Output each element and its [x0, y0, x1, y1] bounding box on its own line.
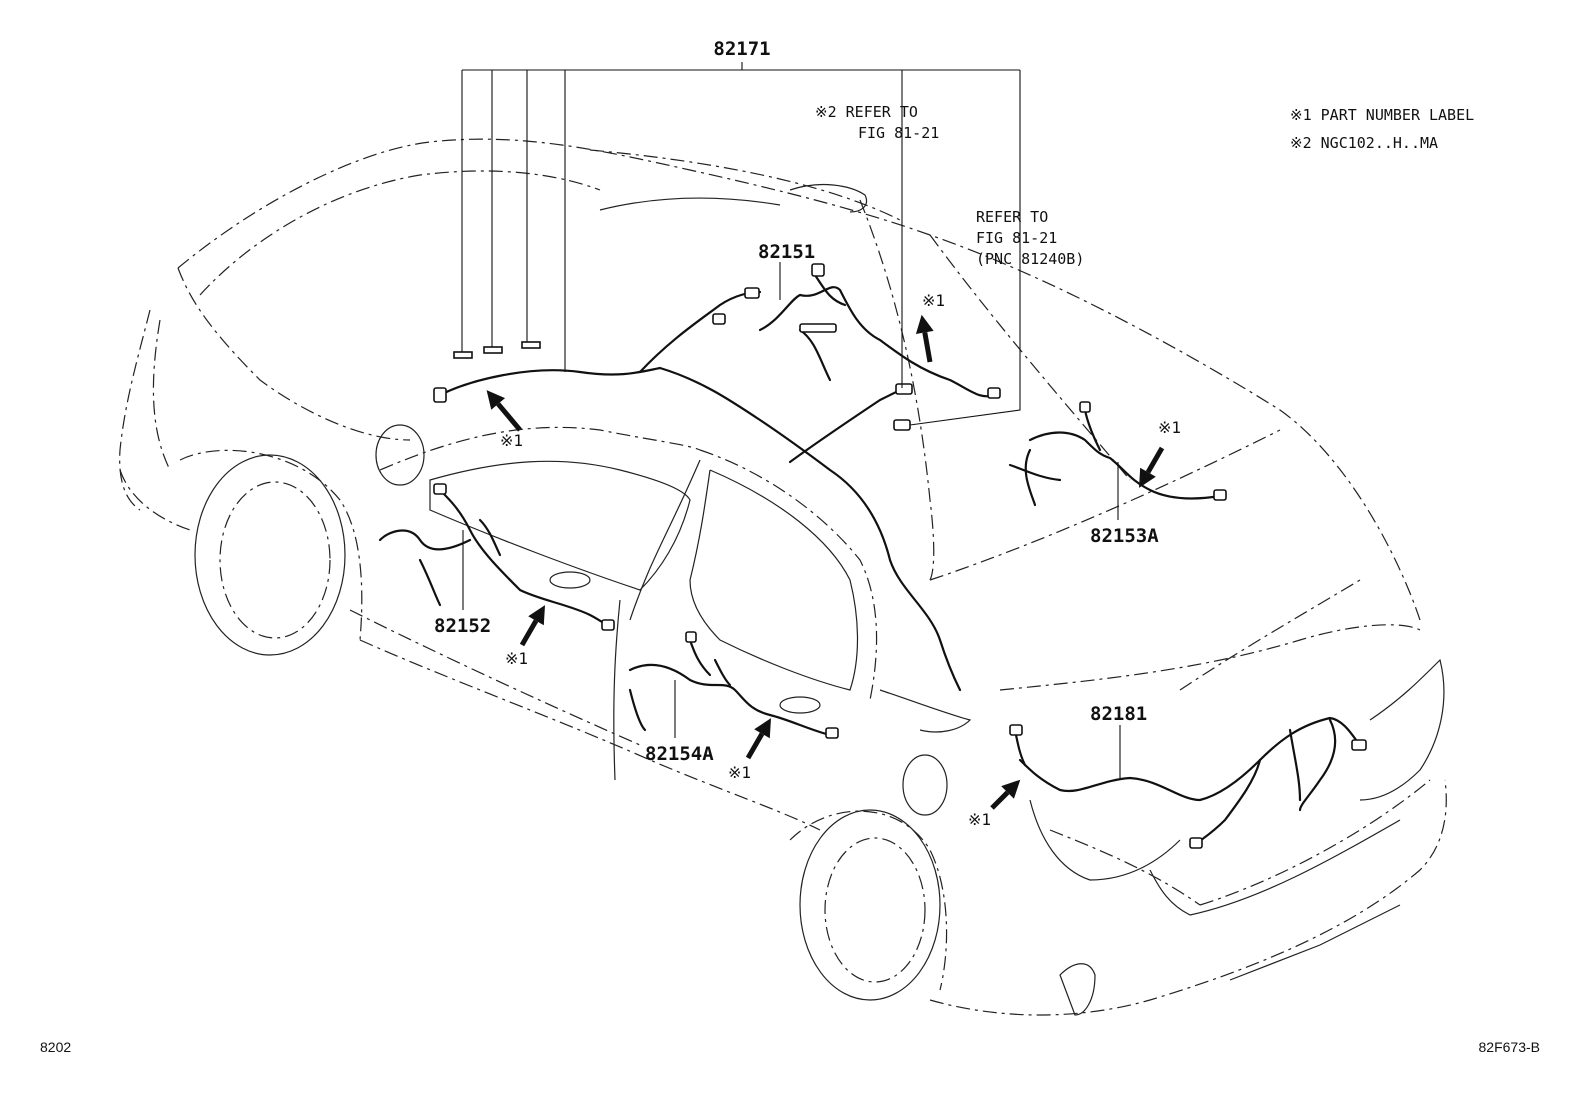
arrow-icon	[990, 779, 1021, 810]
arrow-icon	[915, 314, 934, 363]
legend-item-1: ※1 PART NUMBER LABEL	[1290, 106, 1474, 124]
ref-note-2-line2: FIG 81-21	[858, 124, 939, 142]
footer-figure-code: 82F673-B	[1479, 1039, 1540, 1055]
label-marker: ※1	[1158, 418, 1181, 437]
harness-82181-engine-room	[1009, 716, 1367, 849]
leader-lines	[461, 62, 1121, 778]
label-marker: ※1	[500, 431, 523, 450]
ref-note-line2: FIG 81-21	[976, 229, 1057, 247]
part-label-82154a: 82154A	[645, 743, 714, 765]
harness-82154a-rear-door-lh-front	[628, 631, 839, 739]
part-label-82181: 82181	[1090, 703, 1147, 725]
label-marker: ※1	[922, 291, 945, 310]
arrow-icon	[745, 718, 771, 760]
part-label-82171: 82171	[713, 38, 770, 60]
ref-note-2-line1: ※2 REFER TO	[815, 103, 918, 121]
arrow-icon	[486, 390, 522, 432]
arrow-icon	[1139, 446, 1165, 488]
legend-item-2: ※2 NGC102..H..MA	[1290, 134, 1438, 152]
part-label-82151: 82151	[758, 241, 815, 263]
label-marker: ※1	[728, 763, 751, 782]
part-label-82152: 82152	[434, 615, 491, 637]
label-marker: ※1	[505, 649, 528, 668]
label-arrows	[486, 314, 1165, 810]
arrow-icon	[519, 605, 545, 647]
car-body-outline	[119, 138, 1447, 1016]
harness-82171-roof	[433, 287, 962, 692]
footer-page-code: 8202	[40, 1039, 71, 1055]
label-marker: ※1	[968, 810, 991, 829]
ref-note-line3: (PNC 81240B)	[976, 250, 1084, 268]
harness-82153a-front-door-rh	[1008, 401, 1227, 507]
part-label-82153a: 82153A	[1090, 525, 1159, 547]
ref-note-line1: REFER TO	[976, 208, 1048, 226]
harness-82152-rear-door-lh	[378, 483, 615, 631]
harness-82151-front-door-rh	[758, 263, 1001, 399]
